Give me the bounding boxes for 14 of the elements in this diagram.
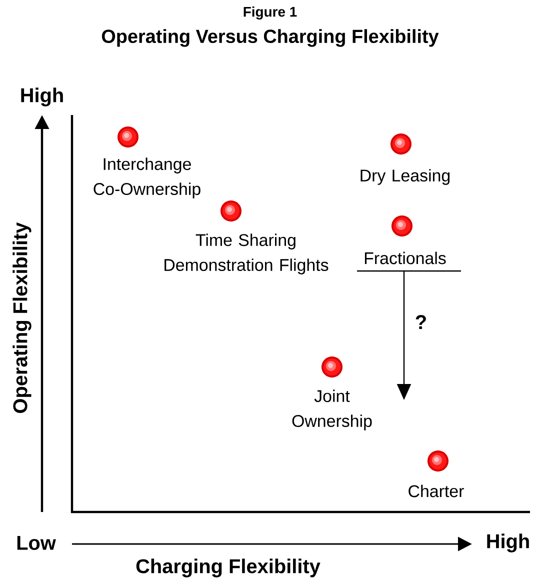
axis-title: Operating Flexibility (12, 222, 32, 413)
figure-title: Operating Versus Charging Flexibility (102, 29, 439, 47)
figure-number: Figure 1 (244, 6, 297, 20)
axis-end-label: Low (17, 536, 56, 550)
axis-title: Charging Flexibility (136, 558, 320, 578)
point-label: Interchange Co-Ownership (94, 158, 200, 198)
point-label: Dry Leasing (360, 169, 450, 185)
point-label: Fractionals (364, 252, 446, 264)
point-label: Joint Ownership (292, 390, 372, 430)
point-label: Time Sharing Demonstration Flights (164, 234, 328, 274)
axis-end-label: High (487, 534, 529, 552)
point-label: Charter (408, 484, 464, 498)
axis-end-label: High (21, 88, 63, 106)
question-mark: ? (416, 315, 426, 329)
